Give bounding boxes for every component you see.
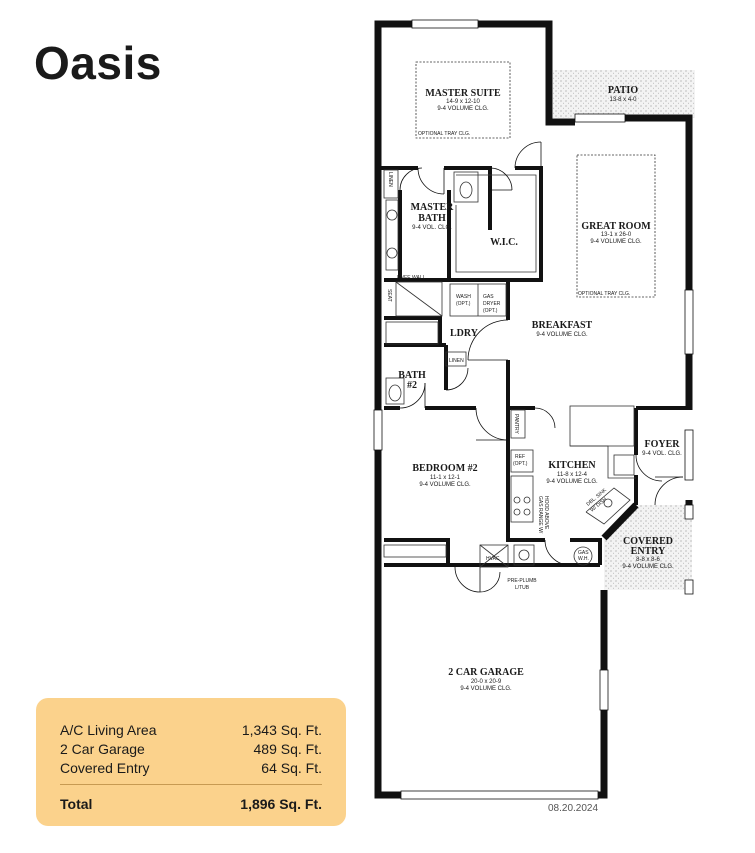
foyer-label: FOYER — [645, 439, 681, 450]
master-suite-clg: 9-4 VOLUME CLG. — [437, 106, 489, 112]
master-bath-label-2: BATH — [418, 213, 446, 224]
bedroom2-label: BEDROOM #2 — [412, 463, 477, 474]
master-suite-label: MASTER SUITE — [425, 88, 501, 99]
covered-entry-label-2: ENTRY — [631, 546, 666, 557]
bedroom2-dims: 11-1 x 12-1 — [430, 475, 461, 481]
pre-plumb-label-2: L/TUB — [515, 585, 530, 591]
covered-entry-hatch — [604, 505, 692, 590]
kitchen-label: KITCHEN — [548, 460, 596, 471]
pre-plumb-label-1: PRE-PLUMB — [507, 578, 537, 584]
area-row-total: Total 1,896 Sq. Ft. — [60, 796, 322, 814]
linen-label-1: LINEN — [387, 172, 393, 187]
windows — [373, 19, 694, 800]
area-row-garage: 2 Car Garage 489 Sq. Ft. — [60, 741, 322, 759]
area-value: 489 Sq. Ft. — [253, 741, 322, 757]
area-row-living: A/C Living Area 1,343 Sq. Ft. — [60, 722, 322, 740]
breakfast-label: BREAKFAST — [532, 320, 593, 331]
ref-opt-label: (OPT.) — [513, 461, 528, 467]
patio-dims: 13-8 x 4-0 — [609, 97, 637, 103]
area-value: 64 Sq. Ft. — [261, 760, 322, 776]
patio-hatch — [549, 70, 695, 118]
fixture-lines — [383, 61, 656, 568]
gas-wh-label-2: W.H. — [578, 556, 589, 562]
covered-entry-clg: 9-4 VOLUME CLG. — [622, 564, 674, 570]
patio-label: PATIO — [608, 85, 638, 96]
wash-opt-label: (OPT.) — [456, 301, 471, 307]
dryer-opt-label: (OPT.) — [483, 308, 498, 314]
kitchen-clg: 9-4 VOLUME CLG. — [546, 479, 598, 485]
total-label: Total — [60, 796, 93, 812]
area-label: A/C Living Area — [60, 722, 157, 738]
interior-walls — [378, 166, 689, 567]
hvac-label: HVAC — [486, 556, 500, 562]
area-label: Covered Entry — [60, 760, 150, 776]
ref-label: REF — [515, 454, 525, 460]
area-value: 1,343 Sq. Ft. — [241, 722, 322, 738]
wash-label: WASH — [456, 294, 471, 300]
plan-title: Oasis — [34, 37, 162, 89]
dryer-label: DRYER — [483, 301, 501, 307]
bath2-label-1: BATH — [398, 370, 426, 381]
total-value: 1,896 Sq. Ft. — [240, 796, 322, 812]
covered-entry-label-1: COVERED — [623, 536, 673, 547]
pantry-label: PANTRY — [513, 414, 519, 434]
breakfast-clg: 9-4 VOLUME CLG. — [536, 332, 588, 338]
master-bath-clg: 9-4 VOL. CLG. — [412, 225, 452, 231]
revision-date: 08.20.2024 — [548, 803, 599, 814]
gas-range-label-2: HOOD ABOVE — [543, 496, 549, 530]
master-bath-label-1: MASTER — [411, 202, 455, 213]
great-room-dims: 13-1 x 26-0 — [601, 232, 632, 238]
gas-range-label-1: GAS RANGE W/ — [537, 496, 543, 534]
knee-wall-label: KNEE WALL — [397, 275, 426, 281]
laundry-label: LDRY — [450, 328, 479, 339]
garage-clg: 9-4 VOLUME CLG. — [460, 686, 512, 692]
kitchen-dims: 11-8 x 12-4 — [557, 472, 588, 478]
seat-label: SEAT — [386, 289, 392, 302]
master-suite-dims: 14-9 x 12-10 — [446, 99, 480, 105]
area-row-covered-entry: Covered Entry 64 Sq. Ft. — [60, 760, 322, 778]
door-swings — [399, 141, 684, 593]
wic-label: W.I.C. — [490, 237, 518, 248]
linen-label-2: LINEN — [449, 358, 464, 364]
covered-entry-dims: 8-8 x 8-6 — [636, 557, 660, 563]
garage-dims: 20-0 x 20-9 — [471, 679, 502, 685]
gas-label: GAS — [483, 294, 494, 300]
area-divider — [60, 784, 322, 785]
bedroom2-clg: 9-4 VOLUME CLG. — [419, 482, 471, 488]
great-room-label: GREAT ROOM — [581, 221, 651, 232]
great-room-note: OPTIONAL TRAY CLG. — [578, 291, 630, 297]
foyer-clg: 9-4 VOL. CLG. — [642, 451, 682, 457]
bath2-label-2: #2 — [407, 380, 417, 391]
great-room-clg: 9-4 VOLUME CLG. — [590, 239, 642, 245]
area-summary-panel: A/C Living Area 1,343 Sq. Ft. 2 Car Gara… — [36, 698, 346, 826]
room-labels: MASTER SUITE 14-9 x 12-10 9-4 VOLUME CLG… — [386, 85, 682, 692]
gas-wh-label-1: GAS — [578, 550, 589, 556]
garage-label: 2 CAR GARAGE — [448, 667, 524, 678]
area-label: 2 Car Garage — [60, 741, 145, 757]
master-suite-note: OPTIONAL TRAY CLG. — [418, 131, 470, 137]
